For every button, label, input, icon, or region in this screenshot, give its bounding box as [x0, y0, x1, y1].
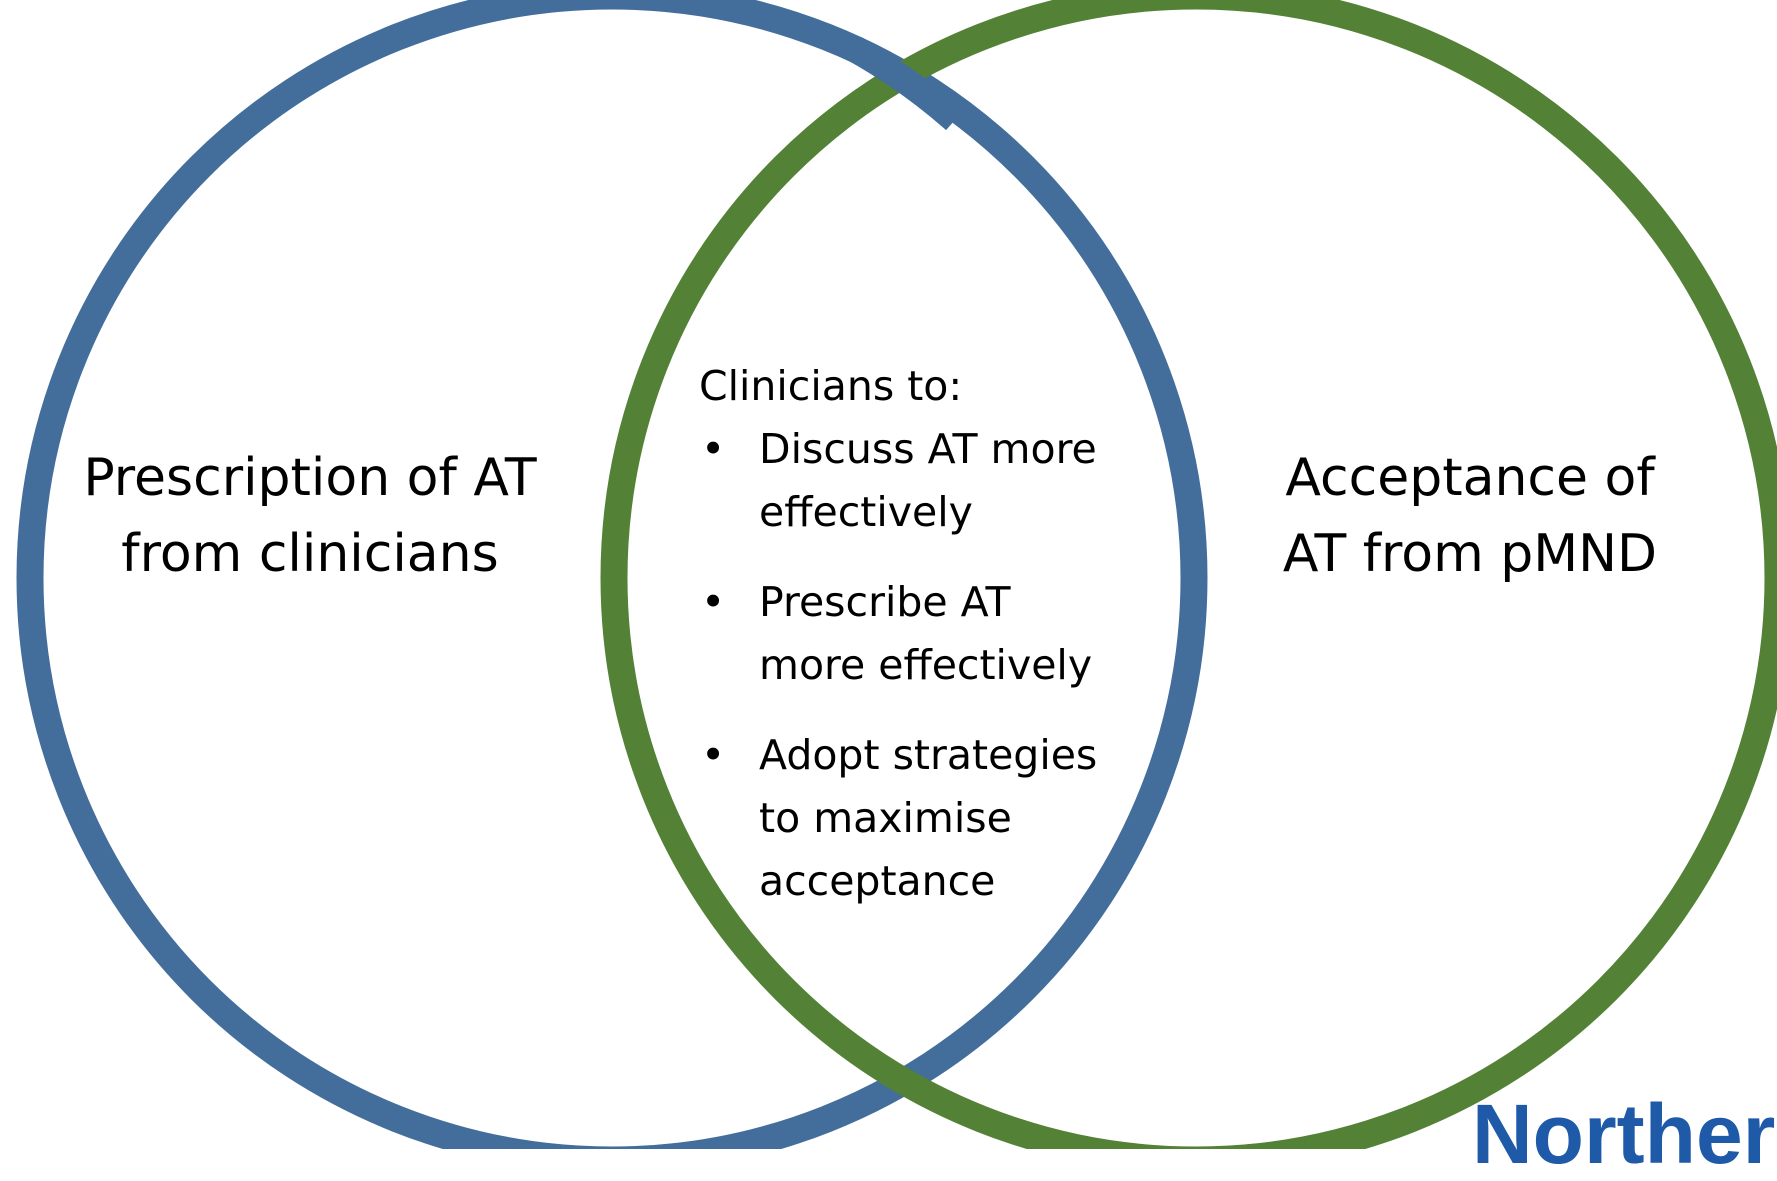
overlap-list-item: • Prescribe AT more effectively [699, 571, 1129, 697]
left-set-label-line1: Prescription of AT [83, 448, 537, 508]
overlap-content: Clinicians to: • Discuss AT more effecti… [699, 355, 1129, 940]
overlap-item-line: Adopt strategies [759, 731, 1098, 779]
overlap-item-line: more effectively [759, 641, 1093, 689]
overlap-heading: Clinicians to: [699, 362, 963, 410]
overlap-list-item: • Adopt strategies to maximise acceptanc… [699, 724, 1129, 913]
overlap-list: • Discuss AT more effectively • Prescrib… [699, 418, 1129, 913]
overlap-item-line: Prescribe AT [759, 578, 1011, 626]
left-set-label: Prescription of AT from clinicians [70, 440, 550, 592]
overlap-item-line: to maximise [759, 794, 1012, 842]
overlap-item-line: acceptance [759, 857, 996, 905]
bullet-icon: • [701, 578, 726, 626]
left-circle [16, 0, 1208, 1149]
logo-text: Norther [1472, 1087, 1776, 1181]
bullet-icon: • [701, 425, 726, 473]
right-set-label-line1: Acceptance of [1285, 448, 1655, 508]
bullet-icon: • [701, 731, 726, 779]
right-set-label: Acceptance of AT from pMND [1240, 440, 1700, 592]
left-circle-top-overlap-arc [848, 37, 964, 131]
left-set-label-line2: from clinicians [121, 524, 499, 584]
overlap-item-line: Discuss AT more [759, 425, 1097, 473]
venn-diagram [16, 0, 1777, 1149]
overlap-list-item: • Discuss AT more effectively [699, 418, 1129, 544]
overlap-item-line: effectively [759, 488, 973, 536]
right-circle [600, 0, 1777, 1149]
right-set-label-line2: AT from pMND [1282, 524, 1658, 584]
